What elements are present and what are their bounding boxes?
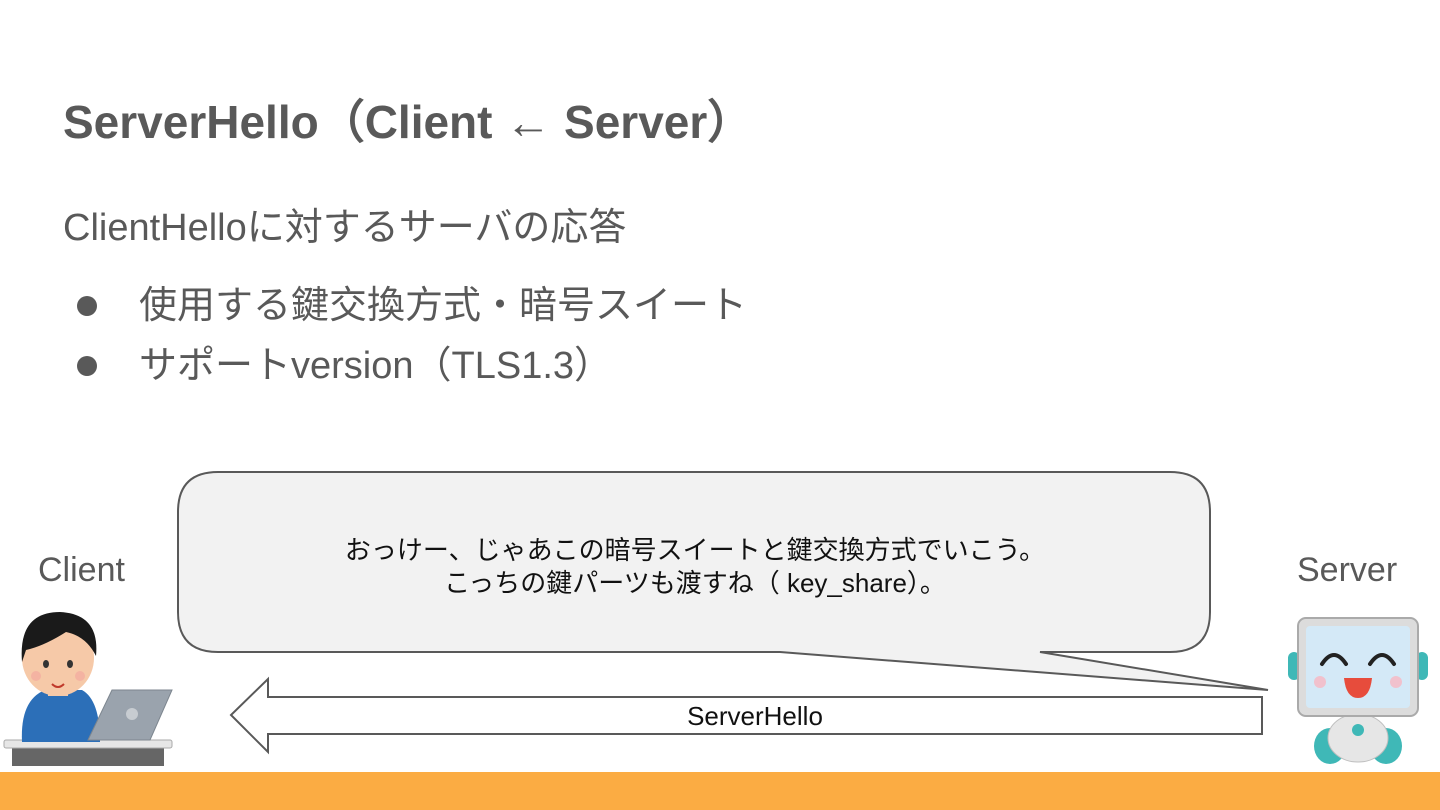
bottom-accent-bar: [0, 772, 1440, 810]
arrow-label: ServerHello: [687, 701, 823, 731]
bullet-text: サポートversion（TLS1.3）: [139, 345, 613, 387]
serverhello-arrow: [229, 676, 1263, 755]
speech-text-line-1: おっけー、じゃあこの暗号スイートと鍵交換方式でいこう。: [344, 535, 1046, 565]
slide-title: ServerHello（Client ← Server）: [63, 96, 754, 148]
bullet-text: 使用する鍵交換方式・暗号スイート: [139, 285, 748, 327]
server-label: Server: [1297, 551, 1398, 589]
bullet-item: 使用する鍵交換方式・暗号スイート: [63, 276, 747, 336]
speech-text-line-2: こっちの鍵パーツも渡すね（ key_share）。: [444, 568, 946, 598]
bullet-dot-icon: [77, 296, 97, 316]
client-label: Client: [38, 551, 125, 589]
speech-bubble: [177, 471, 1269, 691]
robot-server-icon: [1288, 617, 1428, 764]
bullet-dot-icon: [77, 356, 97, 376]
slide-subtitle: ClientHelloに対するサーバの応答: [63, 207, 627, 249]
bullet-item: サポートversion（TLS1.3）: [63, 336, 747, 396]
person-with-laptop-icon: [3, 612, 173, 766]
bullet-list: 使用する鍵交換方式・暗号スイート サポートversion（TLS1.3）: [63, 276, 747, 396]
